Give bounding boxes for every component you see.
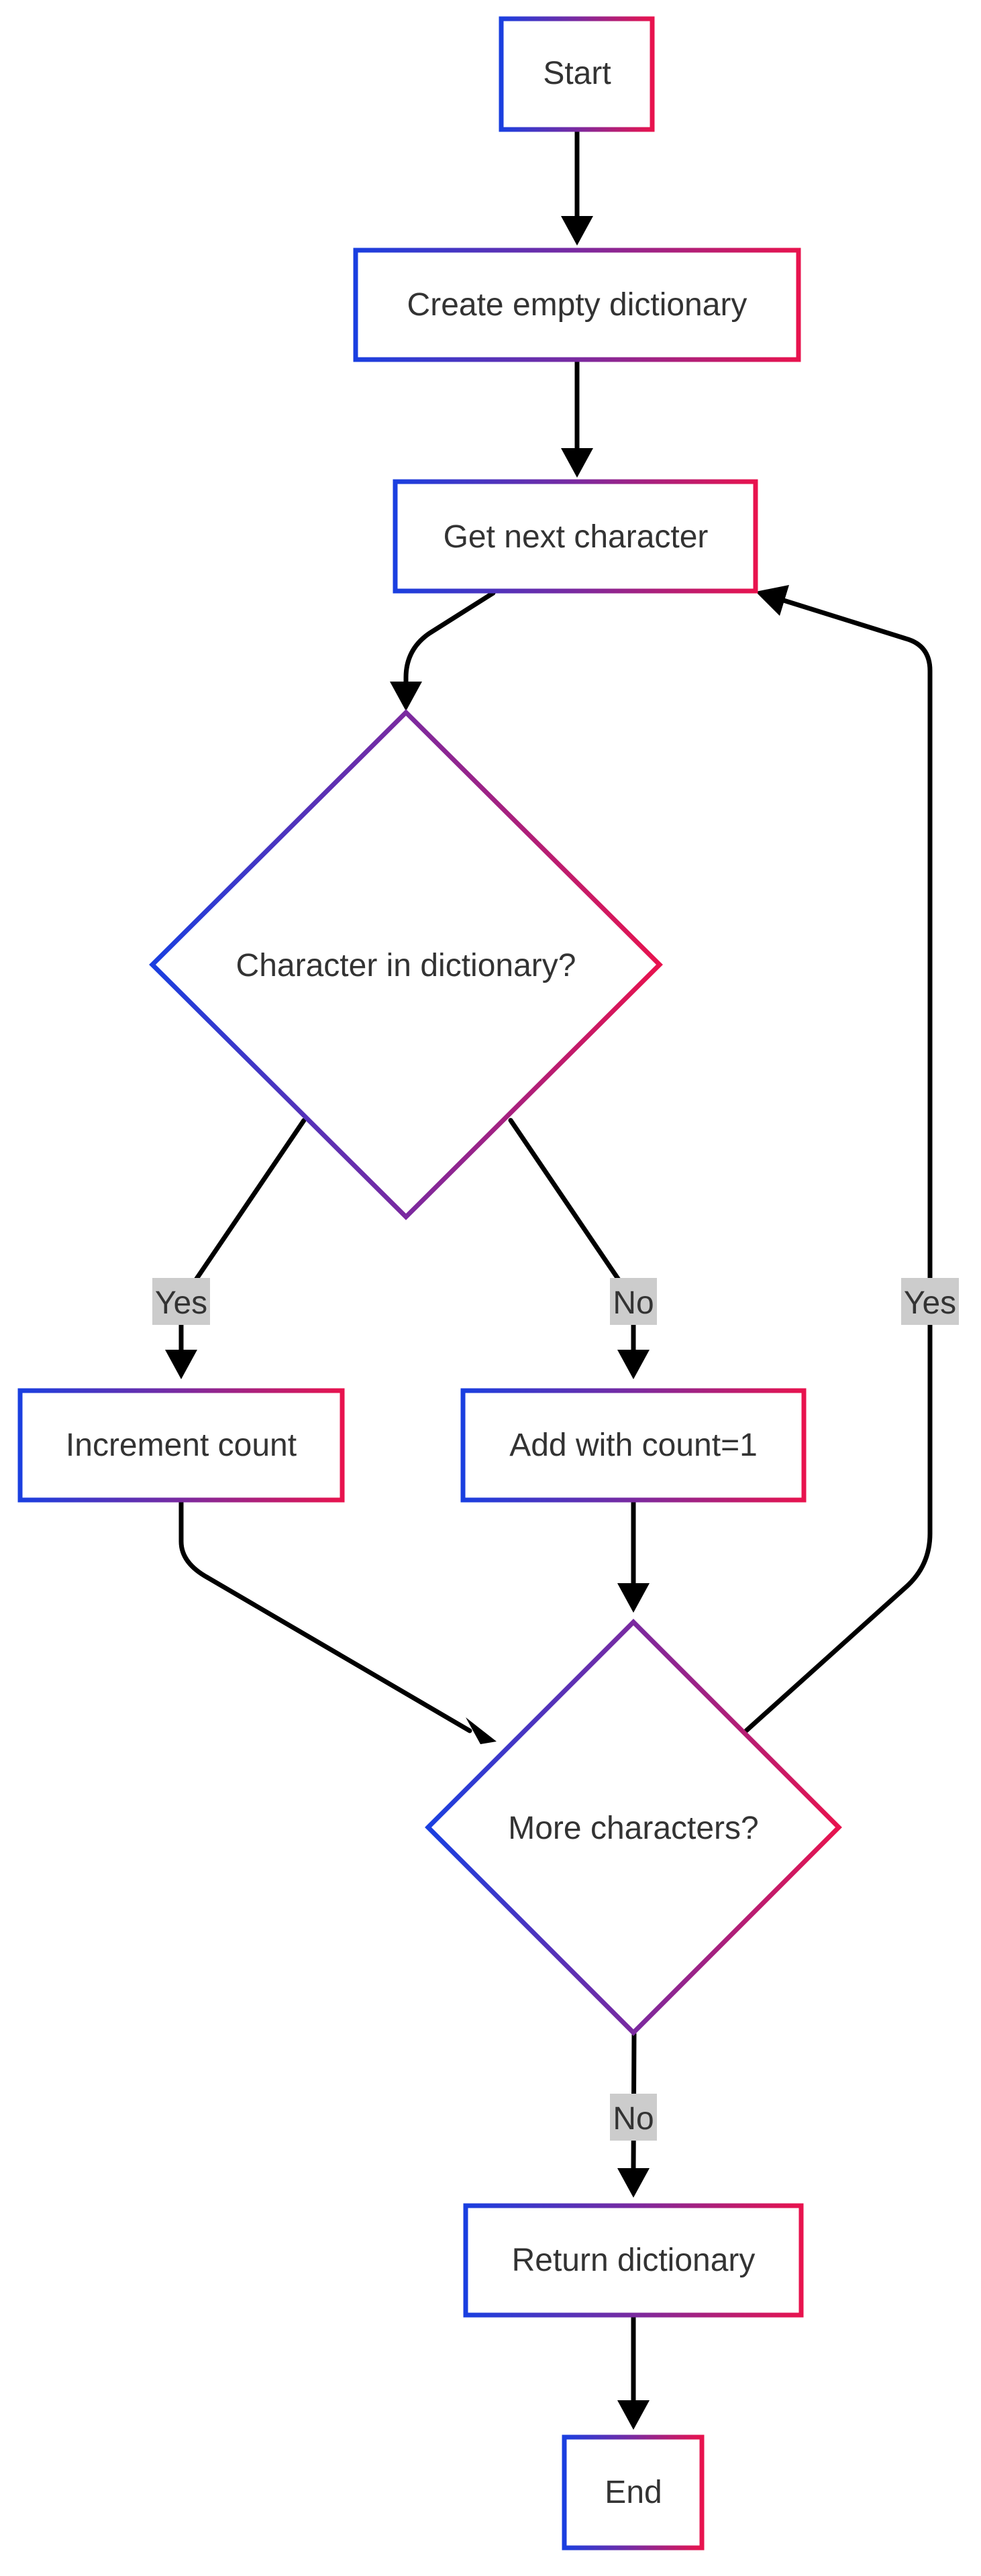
node-add-label: Add with count=1 bbox=[509, 1428, 758, 1463]
node-return-label: Return dictionary bbox=[512, 2243, 756, 2278]
node-decision-character-in-dictionary[interactable]: Character in dictionary? bbox=[149, 709, 663, 1220]
node-add[interactable]: Add with count=1 bbox=[460, 1388, 807, 1503]
edge-increment-to-decision2 bbox=[178, 1497, 472, 1733]
arrowhead-icon bbox=[466, 1717, 497, 1744]
node-end[interactable]: End bbox=[562, 2434, 705, 2551]
arrowhead-icon bbox=[756, 585, 789, 616]
edges bbox=[165, 128, 933, 2430]
nodes: Start Create empty dictionary Get next c… bbox=[17, 16, 842, 2551]
node-return[interactable]: Return dictionary bbox=[463, 2203, 804, 2318]
arrowhead-icon bbox=[617, 1350, 650, 1379]
edge-label-text: Yes bbox=[155, 1285, 207, 1321]
arrowhead-icon bbox=[617, 2400, 650, 2430]
edge-label-no-add: No bbox=[610, 1278, 657, 1325]
edge-labels: Yes No Yes No bbox=[152, 1278, 959, 2141]
node-getnext[interactable]: Get next character bbox=[393, 479, 758, 594]
edge-label-text: No bbox=[613, 1285, 654, 1321]
arrowhead-icon bbox=[617, 1583, 650, 1613]
node-decision-more-characters[interactable]: More characters? bbox=[425, 1619, 842, 2036]
node-create-label: Create empty dictionary bbox=[407, 287, 747, 323]
node-start-label: Start bbox=[543, 56, 611, 91]
node-decision1-label: Character in dictionary? bbox=[236, 948, 576, 983]
edge-label-no-return: No bbox=[610, 2094, 657, 2141]
edge-label-yes-loop: Yes bbox=[901, 1278, 959, 1325]
edge-label-text: Yes bbox=[904, 1285, 956, 1321]
node-increment[interactable]: Increment count bbox=[17, 1388, 345, 1503]
node-getnext-label: Get next character bbox=[444, 519, 709, 555]
edge-label-text: No bbox=[613, 2101, 654, 2137]
arrowhead-icon bbox=[165, 1350, 197, 1379]
arrowhead-icon bbox=[561, 216, 593, 246]
node-increment-label: Increment count bbox=[66, 1428, 297, 1463]
node-decision2-label: More characters? bbox=[508, 1811, 758, 1846]
arrowhead-icon bbox=[390, 682, 422, 711]
edge-getnext-to-decision1 bbox=[403, 590, 496, 684]
edge-decision2-to-getnext bbox=[743, 598, 933, 1733]
edge-label-yes-increment: Yes bbox=[152, 1278, 210, 1325]
node-start[interactable]: Start bbox=[499, 16, 655, 132]
arrowhead-icon bbox=[561, 448, 593, 478]
node-end-label: End bbox=[605, 2475, 662, 2510]
node-create[interactable]: Create empty dictionary bbox=[353, 248, 801, 362]
arrowhead-icon bbox=[617, 2168, 650, 2198]
